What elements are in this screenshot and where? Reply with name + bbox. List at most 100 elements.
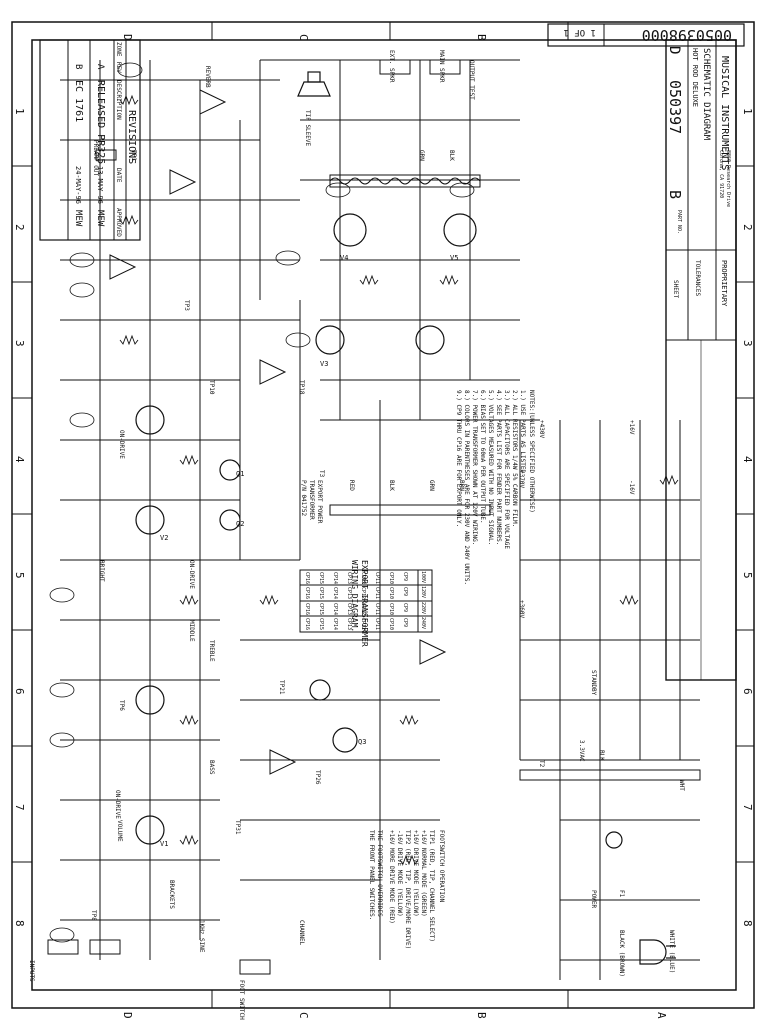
svg-text:+370V: +370V — [518, 470, 525, 488]
note-line: 8.) COLORS IN PARENTHESES ARE FOR 230V A… — [463, 390, 470, 585]
tube-labels: V1 V2 V3 V4 V5 Q1 Q2 Q3 — [160, 254, 458, 848]
note-line: 7.) POWER TRANSFORMER SHOWN AT 120V WIRI… — [471, 390, 478, 545]
note-line: 5.) VOLTAGES MEASURED WITH NO INPUT SIGN… — [487, 390, 494, 545]
svg-text:RED: RED — [348, 480, 355, 491]
rev-col-desc: DESCRIPTION — [115, 80, 122, 120]
svg-text:BRIGHT: BRIGHT — [98, 560, 105, 582]
grid-letters: D C B D C B A — [121, 34, 668, 1019]
grid-num-left: 7 — [13, 804, 26, 811]
grid-letter-bottom: A — [655, 1012, 668, 1019]
svg-text:CP15: CP15 — [318, 618, 324, 630]
svg-text:CP12: CP12 — [360, 603, 366, 615]
company-address: 8860 Research Drive — [725, 150, 731, 207]
svg-text:EXT. SPKR: EXT. SPKR — [388, 50, 395, 83]
grid-num-left: 4 — [13, 456, 26, 463]
drawing-rev: B — [666, 190, 684, 199]
grid-num-right: 6 — [741, 688, 754, 695]
tolerances-label: TOLERANCES — [694, 260, 701, 297]
svg-text:1KHz SINE: 1KHz SINE — [198, 920, 205, 953]
grid-num-right: 2 — [741, 224, 754, 231]
svg-text:V3: V3 — [320, 360, 328, 368]
title-block: MUSICAL INSTRUMENTS 8860 Research Drive … — [665, 39, 737, 681]
rev-row-date: 24-MAY-96 — [74, 166, 82, 204]
power-plug-icon — [639, 939, 676, 965]
export-col: 100V — [420, 571, 426, 583]
transistor-q — [332, 727, 358, 753]
svg-text:TP1: TP1 — [130, 150, 137, 161]
svg-text:TP31: TP31 — [234, 820, 241, 835]
drawing-title: SCHEMATIC DIAGRAM — [701, 48, 711, 141]
svg-text:TRANSFORMER: TRANSFORMER — [308, 480, 315, 520]
svg-text:V4: V4 — [340, 254, 348, 262]
transistor-q — [309, 679, 331, 701]
svg-text:T2: T2 — [538, 760, 545, 768]
footswitch-header: FOOTSWITCH OPERATION — [438, 830, 445, 903]
ext-speaker-jack — [379, 59, 411, 75]
grid-num-left: 6 — [13, 688, 26, 695]
footswitch-line: +16V MORE DRIVE MODE (RED) — [388, 830, 395, 924]
svg-text:BLK: BLK — [388, 480, 395, 491]
grid-letter-bottom: C — [297, 1012, 310, 1019]
notes-block: NOTES:(UNLESS SPECIFIED OTHERWISE) 1.) U… — [455, 390, 535, 585]
svg-text:STANDBY: STANDBY — [590, 670, 597, 696]
grid-numbers: 1 2 3 4 5 6 7 8 1 2 3 4 5 6 7 8 — [13, 108, 754, 927]
note-line: 4.) SEE PARTS LIST FOR FENDER PART NUMBE… — [495, 390, 502, 545]
power-transformer-export — [329, 504, 491, 516]
output-transformer — [329, 174, 481, 188]
svg-text:CP16: CP16 — [304, 587, 310, 599]
input-jack — [89, 939, 121, 955]
svg-text:MIDDLE: MIDDLE — [188, 620, 195, 642]
tube-v1b — [135, 685, 165, 715]
grid-letter-top: C — [297, 34, 310, 41]
svg-text:TP3: TP3 — [183, 300, 190, 311]
part-no-label: PART NO. — [676, 210, 682, 234]
svg-text:CP14: CP14 — [332, 618, 338, 630]
rev-row-appr: MEW — [73, 210, 83, 227]
svg-text:TP26: TP26 — [314, 770, 321, 785]
export-col: 240V — [420, 617, 426, 629]
svg-text:WHT: WHT — [678, 780, 685, 791]
tube-v4 — [333, 213, 367, 247]
svg-text:CP15: CP15 — [318, 572, 324, 584]
grid-num-right: 7 — [741, 804, 754, 811]
svg-text:CHANNEL: CHANNEL — [298, 920, 305, 946]
svg-text:3.3VAC: 3.3VAC — [578, 740, 585, 762]
grid-num-left: 2 — [13, 224, 26, 231]
transistor-q — [219, 509, 241, 531]
footswitch-line: TIP2 (RED, TIP, DRIVE/MORE DRIVE) — [404, 830, 411, 949]
company-name: MUSICAL INSTRUMENTS — [719, 56, 730, 170]
svg-text:CP13: CP13 — [346, 572, 352, 584]
rev-col-approved: APPROVED — [115, 208, 122, 237]
grid-num-left: 1 — [13, 108, 26, 115]
svg-text:CP13: CP13 — [346, 587, 352, 599]
svg-text:CP11: CP11 — [374, 603, 380, 615]
grid-num-right: 8 — [741, 920, 754, 927]
note-line: 2.) ALL RESISTORS 1/4W 5% CARBON FILM. — [511, 390, 518, 527]
tube-v3b — [415, 325, 445, 355]
grid-num-right: 3 — [741, 340, 754, 347]
grid-letter-top: D — [121, 34, 134, 41]
svg-text:Q2: Q2 — [236, 520, 244, 528]
svg-text:ON-DRIVE: ON-DRIVE — [118, 430, 125, 459]
svg-text:+360V: +360V — [518, 600, 525, 618]
jacks — [47, 59, 461, 975]
note-line: 3.) ALL CAPACITORS ARE SPECIFIED FOR VOL… — [503, 390, 510, 549]
export-label: EXPORT TRANSFORMER WIRING DIAGRAM. — [350, 560, 369, 647]
svg-text:EXPORT TRANSFORMER: EXPORT TRANSFORMER — [360, 560, 369, 647]
drawing-subtitle: HOT ROD DELUXE — [691, 48, 699, 107]
svg-text:CP16: CP16 — [304, 572, 310, 584]
tube-v2 — [135, 505, 165, 535]
resistors — [119, 94, 679, 866]
svg-text:+16V: +16V — [628, 420, 635, 435]
svg-text:P/N 041752: P/N 041752 — [300, 480, 307, 517]
svg-text:-16V: -16V — [628, 480, 635, 495]
svg-text:FOOT SWITCH: FOOT SWITCH — [238, 980, 245, 1020]
svg-text:V1: V1 — [160, 840, 168, 848]
svg-text:ON-DRIVE: ON-DRIVE — [114, 790, 121, 819]
svg-text:T3: T3 — [318, 470, 325, 478]
company-address: Corona, CA 91720 — [718, 150, 724, 198]
svg-text:CP10: CP10 — [388, 587, 394, 599]
note-line: 6.) BIAS SET TO 60mA PER OUTPUT TUBE. — [479, 390, 486, 524]
tube-v2b — [135, 405, 165, 435]
